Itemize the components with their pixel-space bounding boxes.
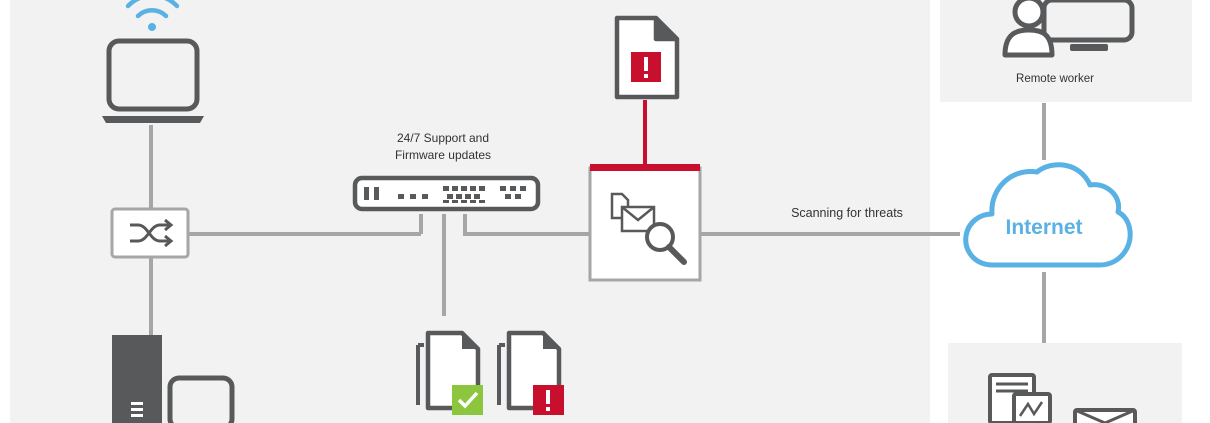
server-panel: [948, 343, 1182, 423]
connector-lines: [149, 103, 1046, 343]
clean-files-icon: [416, 330, 483, 415]
support-label-line2: Firmware updates: [394, 148, 492, 162]
firewall-to-scanner-line: [463, 214, 590, 236]
firewall-appliance-icon: [352, 175, 541, 212]
network-switch-icon: [110, 207, 190, 259]
laptop-icon: [102, 38, 204, 123]
cloud-icon: [963, 162, 1133, 268]
wifi-icon: [125, 0, 180, 31]
server-tower-icon: [112, 335, 162, 423]
remote-worker-panel: [940, 0, 1192, 102]
remote-worker-icon: [1002, 0, 1135, 58]
infected-file-icon: [614, 15, 680, 100]
server-apps-icon: [988, 373, 1137, 423]
quarantined-files-icon: [497, 330, 564, 415]
monitor-icon: [167, 375, 235, 423]
remote-worker-label: Remote worker: [1016, 73, 1094, 85]
internet-label: Internet: [1005, 216, 1083, 239]
scanning-label: Scanning for threats: [791, 206, 903, 220]
email-scan-icon: [588, 164, 702, 282]
support-label-line1: 24/7 Support and: [396, 131, 490, 145]
